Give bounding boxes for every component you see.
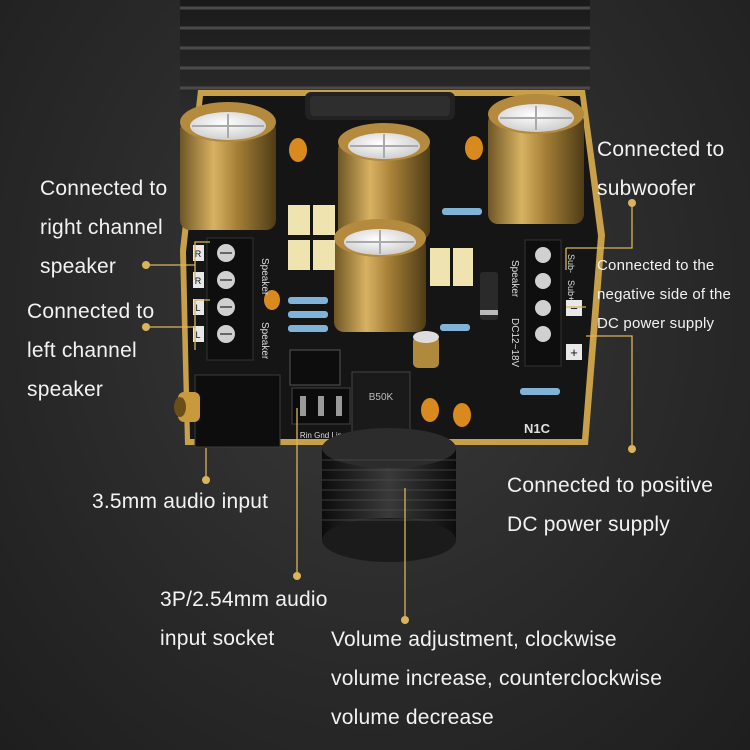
callout-right-channel-line-2: right channel xyxy=(40,216,163,239)
capacitor-center-bottom xyxy=(334,219,426,332)
callout-left-channel-line-2: left channel xyxy=(27,339,137,362)
callout-dots xyxy=(142,199,636,624)
callout-positive-dc: Connected to positive DC power supply xyxy=(507,466,713,544)
callout-line-subwoofer xyxy=(566,203,633,249)
callout-socket-input-line-1: 3P/2.54mm audio xyxy=(160,588,328,611)
pot-code: B50K xyxy=(369,392,394,403)
callout-dot-audio-input xyxy=(202,476,210,484)
callout-subwoofer-line-2: subwoofer xyxy=(597,177,696,200)
callout-right-channel-line-1: Connected to xyxy=(40,177,168,200)
audio-input-socket-3p: Rin Gnd Lin xyxy=(291,387,351,440)
socket-pin-labels: Rin Gnd Lin xyxy=(300,431,342,440)
capacitor-center-top xyxy=(338,123,430,240)
capacitor-right xyxy=(488,94,584,224)
speaker-label-1: Speaker xyxy=(259,258,270,296)
callout-volume: Volume adjustment, clockwise volume incr… xyxy=(331,620,662,737)
callout-positive-dc-line-2: DC power supply xyxy=(507,513,670,536)
speaker-terminal-block: R R L L Speaker Speaker xyxy=(193,237,270,361)
callout-socket-input-line-2: input socket xyxy=(160,627,275,650)
sub-plus-label: Sub+ xyxy=(566,280,576,301)
op-amp-chip xyxy=(289,349,341,386)
film-capacitors xyxy=(288,205,473,286)
sub-power-terminal-block: − + Sub- Sub+ Speaker DC12~18V xyxy=(509,239,582,368)
callout-positive-dc-line-1: Connected to positive xyxy=(507,474,714,497)
capacitor-left xyxy=(180,102,276,230)
callout-volume-line-3: volume decrease xyxy=(331,706,494,729)
audio-jack-3-5mm xyxy=(174,374,281,448)
callout-dot-subwoofer xyxy=(628,199,636,207)
callout-subwoofer-line-1: Connected to xyxy=(597,138,725,161)
callout-right-channel: Connected to right channel speaker xyxy=(40,169,167,286)
speaker-label-3: Speaker xyxy=(509,260,520,298)
plus-mark: + xyxy=(570,345,578,360)
callout-dot-right-channel xyxy=(142,261,150,269)
callout-subwoofer: Connected to subwoofer xyxy=(597,130,724,208)
resistors xyxy=(288,208,560,395)
callout-line-right-channel xyxy=(148,241,210,266)
callout-audio-input-line-1: 3.5mm audio input xyxy=(92,490,269,513)
model-label: N1C xyxy=(524,421,551,436)
terminal-mark-4: L xyxy=(195,330,200,340)
callout-volume-line-2: volume increase, counterclockwise xyxy=(331,667,663,690)
callout-left-channel-line-3: speaker xyxy=(27,378,104,401)
callout-left-channel: Connected to left channel speaker xyxy=(27,292,154,409)
callout-dot-left-channel xyxy=(142,323,150,331)
callout-line-positive-dc xyxy=(586,335,633,447)
callout-right-channel-line-3: speaker xyxy=(40,255,117,278)
callout-negative-dc-line-3: DC power supply xyxy=(597,315,715,332)
diode xyxy=(480,272,498,320)
power-label: DC12~18V xyxy=(509,318,520,368)
callout-socket-input: 3P/2.54mm audio input socket xyxy=(160,580,328,658)
volume-knob: B50K xyxy=(322,371,456,562)
small-electrolytic xyxy=(413,331,439,368)
callout-dot-volume xyxy=(401,616,409,624)
callout-dot-positive-dc xyxy=(628,445,636,453)
callout-volume-line-1: Volume adjustment, clockwise xyxy=(331,628,617,651)
tantalum-caps xyxy=(264,136,483,427)
callout-negative-dc-line-2: negative side of the xyxy=(597,286,732,303)
callout-negative-dc-line-1: Connected to the xyxy=(597,257,715,274)
callout-dot-socket xyxy=(293,572,301,580)
callout-left-channel-line-1: Connected to xyxy=(27,300,155,323)
callout-line-left-channel xyxy=(148,299,210,328)
sub-minus-label: Sub- xyxy=(566,254,576,273)
terminal-mark-3: L xyxy=(195,303,200,313)
callout-lines xyxy=(148,203,633,618)
minus-mark: − xyxy=(570,301,578,316)
terminal-mark-1: R xyxy=(195,249,202,259)
speaker-label-2: Speaker xyxy=(259,322,270,360)
callout-audio-input: 3.5mm audio input xyxy=(92,482,268,521)
terminal-mark-2: R xyxy=(195,276,202,286)
callout-negative-dc: Connected to the negative side of the DC… xyxy=(597,251,731,338)
